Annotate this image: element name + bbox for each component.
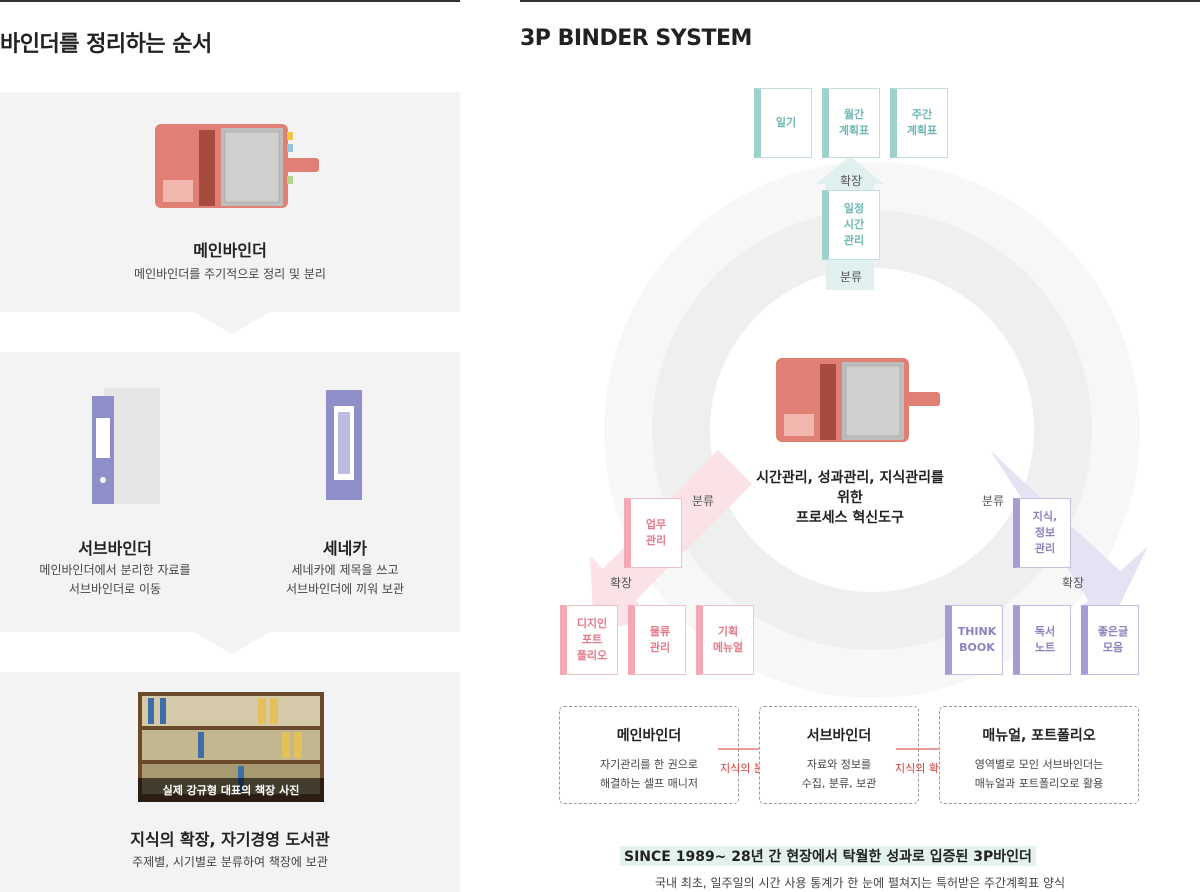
label-classify-top: 분류 (840, 270, 863, 284)
card-monthly-plan: 월간 계획표 (822, 88, 880, 158)
box-main-binder-title: 메인바인더 (616, 728, 682, 744)
step-library-desc: 주제별, 시기별로 분류하여 책장에 보관 (132, 855, 328, 869)
bookshelf-photo (138, 692, 324, 802)
step-main-binder-desc: 메인바인더를 주기적으로 정리 및 분리 (134, 267, 326, 281)
label-classify-left: 분류 (692, 494, 715, 508)
card-knowledge-management: 지식, 정보 관리 (1013, 498, 1071, 568)
step-library-panel: 실제 강규형 대표의 책장 사진 지식의 확장, 자기경영 도서관 주제별, 시… (0, 672, 460, 892)
box-main-binder: 메인바인더 자기관리를 한 권으로 해결하는 셀프 매니저 (559, 706, 739, 804)
left-heading: 바인더를 정리하는 순서 (0, 32, 212, 57)
step-sub-binder-title: 서브바인더 (78, 539, 152, 558)
box-main-binder-desc: 자기관리를 한 권으로 해결하는 셀프 매니저 (599, 758, 699, 790)
step-sub-binder-panel: 서브바인더 메인바인더에서 분리한 자료를 서브바인더로 이동 세네카 세네카에… (0, 352, 460, 632)
step-library-title: 지식의 확장, 자기경영 도서관 (130, 830, 330, 849)
box-manual-portfolio-title: 매뉴얼, 포트폴리오 (982, 728, 1096, 744)
box-manual-portfolio-desc: 영역별로 모인 서브바인더는 매뉴얼과 포트폴리오로 활용 (974, 758, 1104, 790)
center-description: 시간관리, 성과관리, 지식관리를 위한 프로세스 혁신도구 (756, 470, 944, 526)
since-subtext: 국내 최초, 일주일의 시간 사용 통계가 한 눈에 펼쳐지는 특허받은 주간계… (654, 876, 1066, 890)
since-headline: SINCE 1989~ 28년 간 현장에서 탁월한 성과로 입증된 3P바인더 (620, 846, 1036, 866)
card-diary: 일기 (754, 88, 812, 158)
card-weekly-plan: 주간 계획표 (890, 88, 948, 158)
card-reading-note: 독서 노트 (1013, 605, 1071, 675)
down-arrow-1 (194, 312, 270, 334)
flow-label-expand: 지식의 확장 (895, 762, 950, 775)
step-sub-binder-desc: 메인바인더에서 분리한 자료를 서브바인더로 이동 (39, 563, 191, 596)
box-sub-binder: 서브바인더 자료와 정보를 수집, 분류, 보관 (759, 706, 919, 804)
card-good-writing: 좋은글 모음 (1081, 605, 1139, 675)
main-binder-image (155, 124, 319, 208)
card-work-management: 업무 관리 (624, 498, 682, 568)
card-schedule-time: 일정 시간 관리 (822, 190, 880, 260)
box-sub-binder-desc: 자료와 정보를 수집, 분류, 보관 (801, 758, 877, 790)
center-binder-image (776, 358, 940, 442)
label-expand-top: 확장 (840, 174, 863, 188)
seneca-image (326, 390, 362, 500)
step-seneca-desc: 세네카에 제목을 쓰고 서브바인더에 끼워 보관 (285, 563, 405, 596)
card-design-portfolio: 디지인 포트 폴리오 (560, 605, 618, 675)
label-expand-right: 확장 (1062, 576, 1085, 590)
label-classify-right: 분류 (982, 494, 1005, 508)
box-manual-portfolio: 매뉴얼, 포트폴리오 영역별로 모인 서브바인더는 매뉴얼과 포트폴리오로 활용 (939, 706, 1139, 804)
left-top-rule (0, 0, 460, 2)
right-top-rule (520, 0, 1200, 2)
card-think-book: THINK BOOK (945, 605, 1003, 675)
sub-binder-image (92, 388, 160, 504)
step-main-binder-title: 메인바인더 (193, 241, 267, 260)
step-seneca-title: 세네카 (322, 539, 368, 558)
down-arrow-2 (194, 632, 270, 654)
card-planning-manual: 기획 메뉴얼 (696, 605, 754, 675)
card-logistics: 물류 관리 (628, 605, 686, 675)
right-heading: 3P BINDER SYSTEM (520, 26, 752, 51)
step-main-binder-panel: 메인바인더 메인바인더를 주기적으로 정리 및 분리 (0, 92, 460, 312)
bookshelf-photo-caption: 실제 강규형 대표의 책장 사진 (162, 784, 300, 797)
label-expand-left: 확장 (610, 576, 633, 590)
box-sub-binder-title: 서브바인더 (806, 728, 872, 744)
